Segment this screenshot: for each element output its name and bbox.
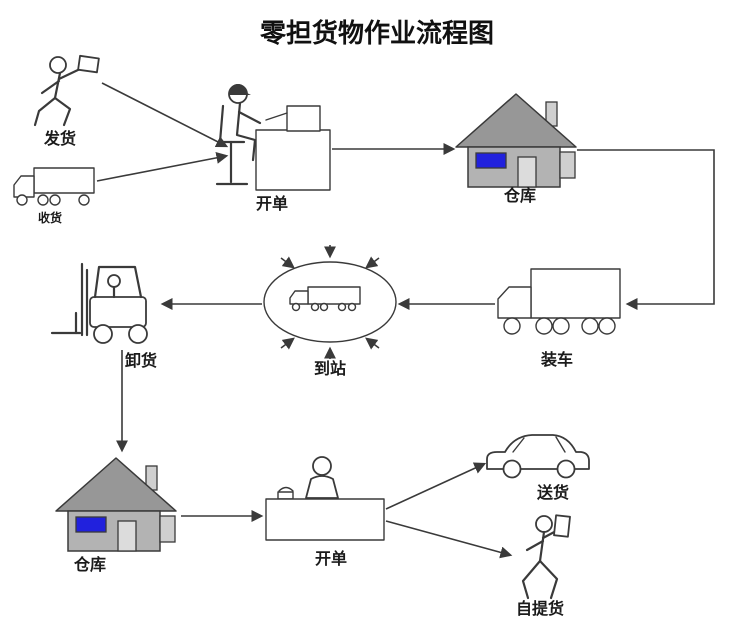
arrow-warehouse-to-loading <box>577 149 715 310</box>
dispatch-label: 发货 <box>43 129 76 148</box>
house-door <box>117 520 137 552</box>
arrow-receive-to-billing <box>96 151 229 182</box>
forklift-body <box>89 296 147 328</box>
arrival-station-icon <box>263 245 397 359</box>
arrow-dispatch-to-billing <box>101 82 229 148</box>
person-head <box>535 515 553 533</box>
warehouse-top-icon <box>455 93 577 188</box>
chair <box>218 104 246 144</box>
pickup-label: 自提货 <box>516 599 564 618</box>
warehouse-bottom-icon <box>55 457 177 552</box>
receive-label: 收货 <box>38 210 62 225</box>
forklift-guard <box>93 265 143 299</box>
truck-cab <box>497 286 532 319</box>
converge-arrow-top-right <box>365 256 380 269</box>
warehouse-top-label: 仓库 <box>503 186 536 205</box>
delivery-label: 送货 <box>536 483 569 502</box>
person-head <box>49 56 67 74</box>
billing-bottom-label: 开单 <box>315 549 347 568</box>
pickup-person-icon <box>521 514 571 600</box>
counter-desk <box>265 498 385 541</box>
telephone-icon <box>278 486 294 492</box>
truck-cab <box>13 175 35 198</box>
arrow-billing-to-pickup <box>385 520 513 559</box>
truck-cab <box>289 290 309 305</box>
house-annex <box>159 515 176 543</box>
loading-truck-icon <box>497 268 621 335</box>
computer-monitor <box>286 105 321 132</box>
clerk-head <box>312 456 332 476</box>
truck-trailer <box>33 167 95 194</box>
billing-clerk-desk-icon <box>215 84 331 191</box>
parcel-box <box>553 514 571 538</box>
warehouse-bottom-label: 仓库 <box>73 555 106 574</box>
arrival-label: 到站 <box>314 359 346 378</box>
house-roof <box>455 93 577 148</box>
clerk-cap <box>229 84 251 95</box>
delivery-car-icon <box>486 434 590 479</box>
arrow-billing-to-delivery <box>385 462 487 510</box>
parcel-box <box>77 54 100 74</box>
house-roof <box>55 457 177 512</box>
dispatch-person-icon <box>33 54 100 127</box>
receive-truck-icon <box>13 167 95 206</box>
converge-arrow-top-left <box>280 256 295 269</box>
driver-head <box>107 274 121 288</box>
billing-top-label: 开单 <box>256 194 288 213</box>
converge-arrow-bottom-right <box>365 337 380 350</box>
unloading-label: 卸货 <box>125 351 157 370</box>
converge-arrow-bottom-left <box>280 337 295 350</box>
desk <box>255 129 331 191</box>
truck-trailer <box>307 286 361 305</box>
loading-label: 装车 <box>540 350 573 369</box>
billing-counter-icon <box>265 456 385 541</box>
house-window <box>475 152 507 169</box>
house-door <box>517 156 537 188</box>
truck-trailer <box>530 268 621 319</box>
flow-arrows <box>96 82 715 559</box>
node-labels: 发货 收货 开单 仓库 装车 到站 卸货 仓库 开单 送货 自提货 <box>38 129 573 618</box>
house-annex <box>559 151 576 179</box>
unload-forklift-icon <box>50 262 148 344</box>
diagram-title: 零担货物作业流程图 <box>260 18 494 48</box>
clerk-torso <box>305 475 339 499</box>
house-window <box>75 516 107 533</box>
